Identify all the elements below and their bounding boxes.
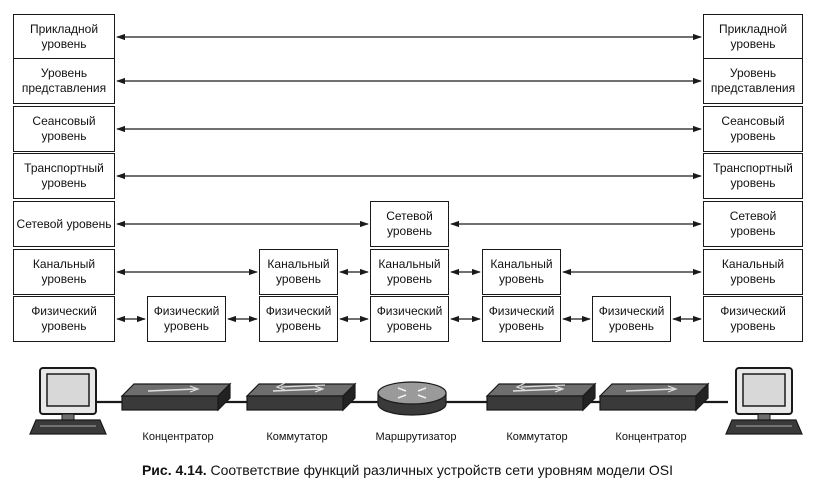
layer-label: Физический уровень bbox=[31, 304, 97, 333]
hub1-device-label: Концентратор bbox=[142, 431, 214, 443]
hub-left-icon bbox=[120, 382, 232, 412]
layer-label: Транспортный уровень bbox=[713, 161, 793, 190]
switch2-physical-box: Физический уровень bbox=[482, 296, 561, 342]
switch1-device-label: Коммутатор bbox=[266, 431, 328, 443]
layer-label: Сеансовый уровень bbox=[32, 114, 96, 143]
layer-label: Физический уровень bbox=[376, 304, 443, 333]
layer-label: Канальный уровень bbox=[490, 257, 553, 286]
switch-left-icon bbox=[245, 382, 357, 412]
layer-label: Сетевой уровень bbox=[386, 209, 433, 238]
hub2-device-label: Концентратор bbox=[615, 431, 687, 443]
right-physical-box: Физический уровень bbox=[703, 296, 803, 342]
left-network-box: Сетевой уровень bbox=[13, 201, 115, 247]
right-application-box: Прикладной уровень bbox=[703, 14, 803, 60]
layer-label: Физический уровень bbox=[720, 304, 786, 333]
switch2-datalink-box: Канальный уровень bbox=[482, 249, 561, 295]
router-physical-box: Физический уровень bbox=[370, 296, 449, 342]
layer-label: Канальный уровень bbox=[378, 257, 441, 286]
left-computer bbox=[29, 367, 107, 435]
physical-network bbox=[29, 367, 803, 435]
router-icon bbox=[377, 381, 447, 416]
right-transport-box: Транспортный уровень bbox=[703, 153, 803, 199]
right-datalink-box: Канальный уровень bbox=[703, 249, 803, 295]
left-application-box: Прикладной уровень bbox=[13, 14, 115, 60]
right-computer bbox=[725, 367, 803, 435]
layer-label: Прикладной уровень bbox=[718, 22, 788, 51]
router-network-box: Сетевой уровень bbox=[370, 201, 449, 247]
left-datalink-box: Канальный уровень bbox=[13, 249, 115, 295]
layer-label: Канальный уровень bbox=[721, 257, 785, 286]
layer-label: Физический уровень bbox=[488, 304, 555, 333]
left-physical-box: Физический уровень bbox=[13, 296, 115, 342]
left-session-box: Сеансовый уровень bbox=[13, 106, 115, 152]
layer-label: Канальный уровень bbox=[267, 257, 330, 286]
caption-text: Соответствие функций различных устройств… bbox=[210, 462, 674, 478]
router-datalink-box: Канальный уровень bbox=[370, 249, 449, 295]
layer-label: Физический уровень bbox=[265, 304, 332, 333]
layer-label: Транспортный уровень bbox=[24, 161, 104, 190]
left-transport-box: Транспортный уровень bbox=[13, 153, 115, 199]
layer-label: Уровень представления bbox=[21, 66, 107, 95]
router-device-label: Маршрутизатор bbox=[375, 431, 457, 443]
layer-label: Сетевой уровень bbox=[729, 209, 777, 238]
layer-label: Уровень представления bbox=[710, 66, 796, 95]
right-session-box: Сеансовый уровень bbox=[703, 106, 803, 152]
right-presentation-box: Уровень представления bbox=[703, 58, 803, 104]
hub1-physical-box: Физический уровень bbox=[147, 296, 226, 342]
layer-label: Физический уровень bbox=[153, 304, 220, 333]
layer-label: Прикладной уровень bbox=[29, 22, 99, 51]
switch2-device-label: Коммутатор bbox=[506, 431, 568, 443]
layer-label: Сеансовый уровень bbox=[721, 114, 785, 143]
right-network-box: Сетевой уровень bbox=[703, 201, 803, 247]
hub2-physical-box: Физический уровень bbox=[592, 296, 671, 342]
layer-label: Сетевой уровень bbox=[16, 216, 112, 231]
switch1-physical-box: Физический уровень bbox=[259, 296, 338, 342]
layer-label: Физический уровень bbox=[598, 304, 665, 333]
layer-label: Канальный уровень bbox=[32, 257, 96, 286]
left-presentation-box: Уровень представления bbox=[13, 58, 115, 104]
switch1-datalink-box: Канальный уровень bbox=[259, 249, 338, 295]
hub-right-icon bbox=[598, 382, 710, 412]
figure-caption: Рис. 4.14. Соответствие функций различны… bbox=[0, 461, 815, 479]
peer-arrows bbox=[116, 33, 702, 323]
switch-right-icon bbox=[485, 382, 597, 412]
caption-number: Рис. 4.14. bbox=[141, 462, 207, 478]
